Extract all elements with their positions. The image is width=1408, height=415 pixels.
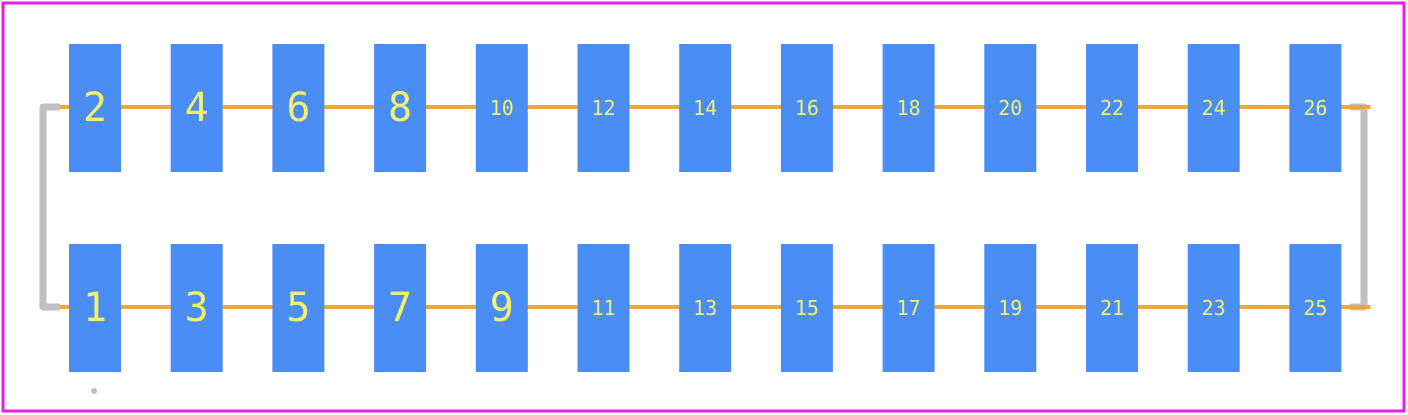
pad-2: 2	[69, 44, 121, 172]
pad-9: 9	[475, 244, 528, 372]
pad-7: 7	[374, 244, 427, 372]
pad-number-label: 23	[1202, 296, 1226, 320]
pad-rect	[374, 244, 427, 372]
pad-rect	[780, 44, 833, 172]
pad-15: 15	[780, 244, 833, 372]
pad-11: 11	[577, 244, 630, 372]
pad-rect	[882, 244, 935, 372]
pad-1: 1	[69, 244, 121, 372]
pad-rect	[1187, 244, 1240, 372]
pad-26: 26	[1289, 44, 1342, 172]
pad-rect	[1187, 44, 1240, 172]
pad-rect	[984, 244, 1037, 372]
pad-number-label: 9	[490, 285, 514, 331]
silkscreen-left-bracket	[39, 103, 62, 311]
pad-rect	[984, 44, 1037, 172]
pad-21: 21	[1086, 244, 1138, 372]
pad-number-label: 13	[693, 296, 717, 320]
pad-rect	[1086, 244, 1138, 372]
pad-number-label: 12	[591, 96, 615, 120]
pad-number-label: 18	[897, 96, 921, 120]
pad-number-label: 3	[185, 285, 209, 331]
pad-number-label: 8	[388, 85, 412, 131]
pad-rect	[170, 244, 223, 372]
pad-5: 5	[272, 244, 325, 372]
pad-rect	[272, 244, 325, 372]
pad-rect	[1289, 44, 1342, 172]
pad-25: 25	[1289, 244, 1342, 372]
pad-rect	[780, 244, 833, 372]
pad-rect	[374, 44, 427, 172]
pad-4: 4	[170, 44, 223, 172]
pad-6: 6	[272, 44, 325, 172]
pad-23: 23	[1187, 244, 1240, 372]
pad-18: 18	[882, 44, 935, 172]
pad-17: 17	[882, 244, 935, 372]
pad-13: 13	[679, 244, 732, 372]
pad-16: 16	[780, 44, 833, 172]
pad-number-label: 20	[998, 96, 1022, 120]
pad-20: 20	[984, 44, 1037, 172]
pad-10: 10	[475, 44, 528, 172]
pad-number-label: 2	[83, 85, 107, 131]
pad-number-label: 25	[1303, 296, 1327, 320]
pad-rect	[679, 244, 732, 372]
pad-number-label: 4	[185, 85, 209, 131]
pad-rect	[679, 44, 732, 172]
pad-rect	[170, 44, 223, 172]
pad-number-label: 14	[693, 96, 717, 120]
pad-19: 19	[984, 244, 1037, 372]
pad-rect	[882, 44, 935, 172]
pad-rect	[272, 44, 325, 172]
pad-number-label: 26	[1303, 96, 1327, 120]
pad-number-label: 15	[795, 296, 819, 320]
pad-rect	[475, 44, 528, 172]
silkscreen-right-bracket	[1348, 103, 1368, 311]
pad-number-label: 19	[998, 296, 1022, 320]
pad-rect	[1289, 244, 1342, 372]
pad-number-label: 1	[83, 285, 107, 331]
pad-14: 14	[679, 44, 732, 172]
pad-number-label: 16	[795, 96, 819, 120]
pad-number-label: 10	[490, 96, 514, 120]
pad-number-label: 24	[1202, 96, 1226, 120]
pad-number-label: 7	[388, 285, 412, 331]
pad-rect	[577, 244, 630, 372]
pad-rect	[69, 244, 121, 372]
pad-rect	[69, 44, 121, 172]
pad-24: 24	[1187, 44, 1240, 172]
pad-number-label: 5	[286, 285, 310, 331]
pad-12: 12	[577, 44, 630, 172]
pad-rect	[577, 44, 630, 172]
pin1-marker-dot	[91, 388, 97, 394]
pad-number-label: 21	[1100, 296, 1124, 320]
pad-22: 22	[1086, 44, 1138, 172]
pad-8: 8	[374, 44, 427, 172]
pad-3: 3	[170, 244, 223, 372]
pad-rect	[1086, 44, 1138, 172]
pad-number-label: 11	[591, 296, 615, 320]
pad-number-label: 17	[897, 296, 921, 320]
pad-number-label: 6	[286, 85, 310, 131]
pad-rect	[475, 244, 528, 372]
pad-number-label: 22	[1100, 96, 1124, 120]
